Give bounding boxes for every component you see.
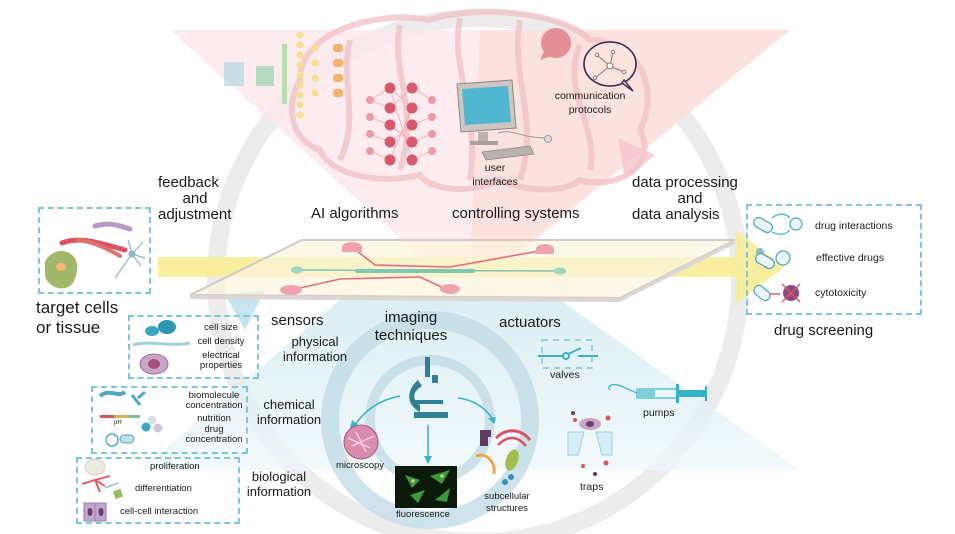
target-cells-box — [38, 207, 151, 294]
imaging-techniques-label: imaging techniques — [361, 310, 461, 344]
pump-syringe-icon — [608, 384, 707, 403]
sensors-label: sensors — [271, 312, 324, 329]
cnn-diagram-icon — [224, 31, 343, 119]
data-processing-line1: data processing — [632, 174, 738, 191]
subcellular-line1: subcellular — [484, 491, 530, 502]
feedback-label: feedback and adjustment — [158, 175, 232, 222]
bottom-funnel — [140, 300, 800, 470]
biomolecule-concentration-label: concentration — [185, 399, 243, 411]
traps-label: traps — [580, 481, 604, 493]
ph-label: pH — [114, 420, 122, 426]
subcellular-line2: structures — [486, 502, 528, 514]
feedback-line3: adjustment — [158, 205, 232, 223]
valves-label: valves — [550, 369, 580, 381]
neural-network-icon — [366, 82, 436, 166]
cell-illustrations — [45, 221, 146, 289]
trap-icon — [567, 411, 613, 476]
pumps-label: pumps — [643, 407, 675, 419]
nutrition-label: nutrition — [197, 412, 231, 424]
data-processing-label: data processing and data analysis — [632, 175, 748, 222]
properties-label: properties — [199, 359, 243, 371]
imaging-arrows — [350, 395, 496, 464]
microfluidic-chip — [189, 239, 736, 302]
electrical-label: electrical — [202, 349, 240, 361]
user-interfaces-line2: interfaces — [472, 176, 518, 189]
physical-line1: physical — [291, 334, 339, 349]
biological-line2: information — [246, 483, 312, 499]
fluorescence-image — [395, 466, 457, 508]
physical-info-box — [128, 315, 259, 379]
chemical-info-icons — [98, 390, 163, 447]
drug-concentration-label: concentration — [185, 433, 243, 445]
communication-protocols-label: communication protocols — [550, 90, 630, 117]
drug-label: drug — [204, 423, 224, 435]
drug-screening-box — [746, 204, 922, 315]
fluorescence-label: fluorescence — [396, 509, 450, 520]
biomolecule-label: biomolecule — [188, 390, 240, 401]
physical-info-icons — [132, 320, 191, 375]
cell-size-label: cell size — [204, 322, 238, 333]
computer-icon — [456, 79, 552, 161]
drug-screening-title: drug screening — [774, 322, 874, 339]
feedback-line2: and — [182, 189, 208, 207]
data-processing-line3: data analysis — [632, 205, 720, 223]
chemical-line2: information — [256, 411, 322, 427]
controlling-systems-label: controlling systems — [452, 205, 580, 222]
cell-density-label: cell density — [197, 335, 245, 347]
communication-bubbles-icon — [540, 28, 637, 92]
valve-box — [541, 339, 593, 369]
biological-info-box — [76, 457, 240, 524]
target-cells-line1: target cells — [36, 298, 119, 317]
actuators-label: actuators — [499, 314, 561, 331]
valve-icon — [538, 347, 598, 360]
brain-icon — [288, 8, 651, 193]
data-processing-line2: and — [677, 189, 703, 207]
target-cells-title: target cells or tissue — [36, 299, 118, 337]
physical-items: cell size cell density electrical proper… — [190, 323, 252, 371]
biological-information-label: biological information — [244, 470, 314, 498]
effective-drugs-label: effective drugs — [816, 252, 885, 264]
physical-information-label: physical information — [278, 335, 352, 363]
cytotoxicity-label: cytotoxicity — [815, 287, 867, 299]
differentiation-label: differentiation — [135, 483, 192, 494]
ai-algorithms-label: AI algorithms — [311, 205, 399, 222]
microscope-icon — [409, 357, 448, 418]
cell-cell-interaction-label: cell-cell interaction — [120, 506, 199, 517]
microscopy-label: microscopy — [336, 460, 385, 471]
drug-interactions-label: drug interactions — [815, 220, 893, 232]
proliferation-label: proliferation — [150, 461, 200, 472]
communication-line1: communication — [554, 90, 626, 102]
data-arrow-head — [618, 138, 655, 180]
user-interfaces-line1: user — [484, 162, 506, 174]
drug-icons — [753, 213, 803, 303]
biological-line1: biological — [251, 469, 307, 484]
subcellular-structures-label: subcellular structures — [480, 492, 534, 514]
chemical-items: biomolecule concentration nutrition drug… — [180, 391, 248, 445]
subcellular-structures-icon — [475, 429, 532, 485]
chemical-info-box — [91, 386, 248, 454]
communication-line2: protocols — [568, 104, 612, 117]
feedback-arrow-head — [225, 290, 265, 330]
imaging-line1: imaging — [384, 309, 438, 326]
biological-info-icons — [81, 458, 124, 522]
physical-line2: information — [282, 348, 348, 364]
chemical-information-label: chemical information — [252, 398, 326, 426]
microscopy-tissue-icon — [343, 424, 379, 460]
imaging-line2: techniques — [374, 326, 448, 344]
feedback-line1: feedback — [158, 174, 219, 191]
chemical-line1: chemical — [263, 397, 315, 412]
user-interfaces-label: user interfaces — [470, 162, 520, 189]
target-cells-line2: or tissue — [36, 317, 101, 337]
